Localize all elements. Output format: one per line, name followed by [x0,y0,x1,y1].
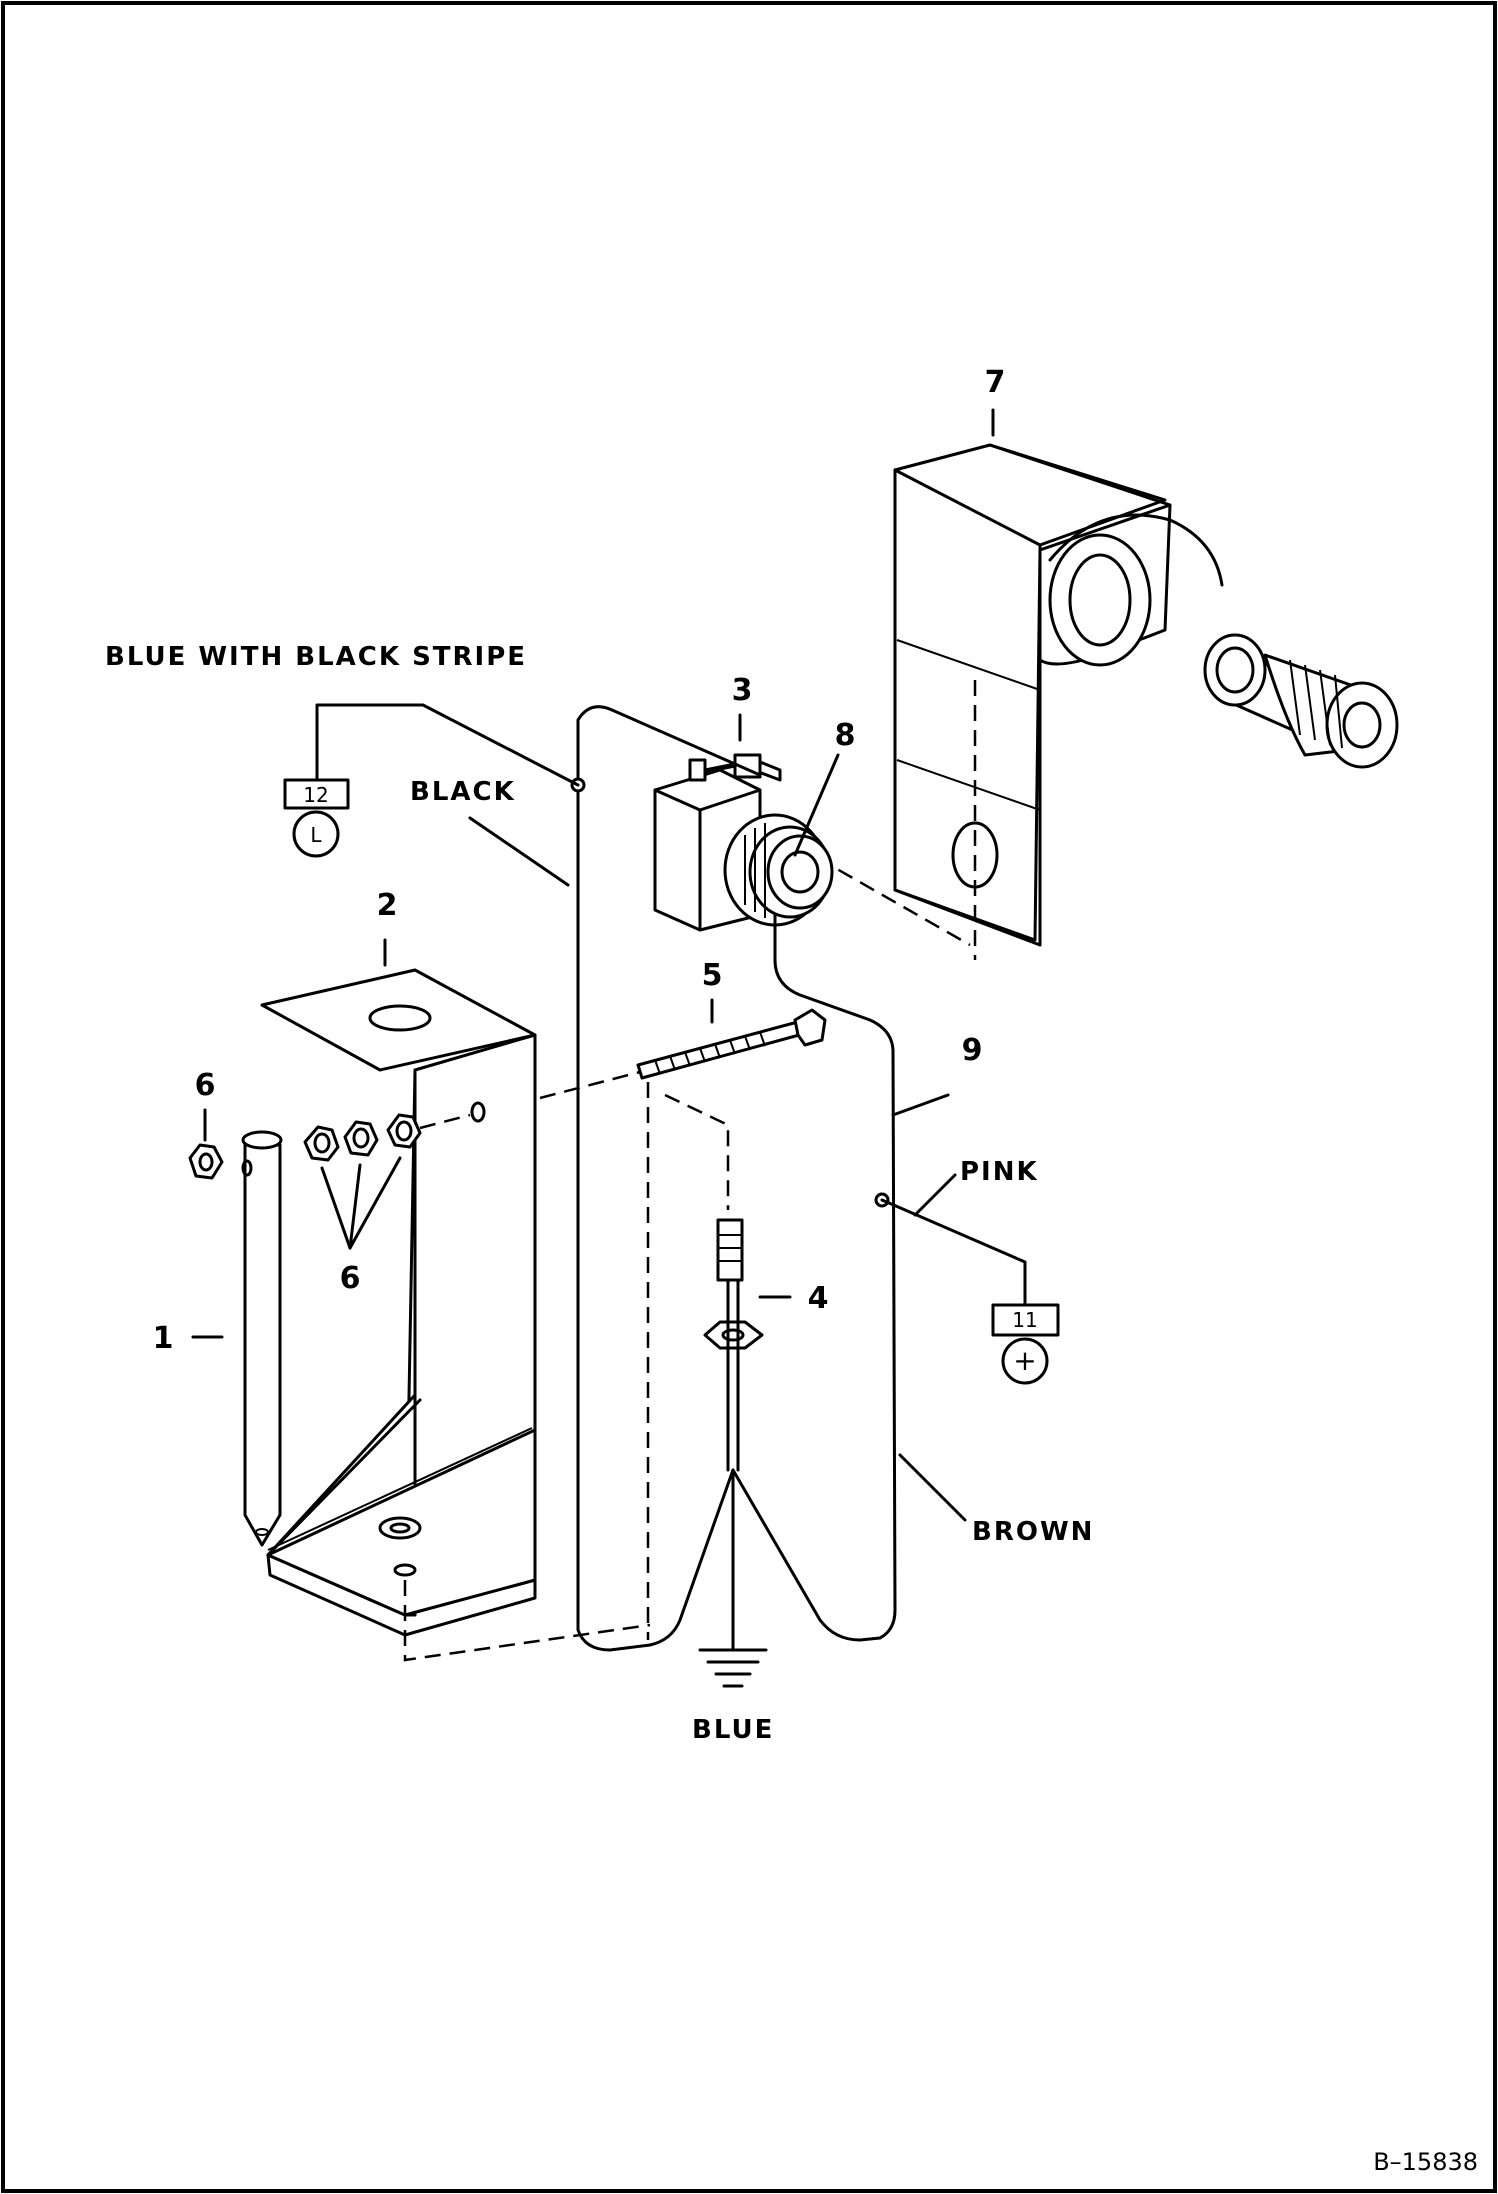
terminal-12-number: 12 [303,783,328,807]
wire-label-brown: BROWN [972,1517,1094,1547]
callout-1: 1 [153,1321,174,1356]
terminal-11-number: 11 [1012,1308,1037,1332]
switch-bracket-part-7 [794,443,1224,960]
ground-rod-part-1 [241,1130,283,1547]
wire-harness-part-9 [576,705,897,1688]
terminal-11-symbol: + [1013,1344,1036,1377]
wire-label-blue-with-black-stripe: BLUE WITH BLACK STRIPE [105,642,527,672]
terminal-12-symbol: L [310,823,322,847]
terminal-11: 11 + [991,1303,1060,1385]
drawing-reference-number: B–15838 [1373,2148,1478,2176]
callout-5: 5 [702,958,723,993]
wire-label-black: BLACK [410,777,516,807]
nuts-part-6 [188,1113,471,1180]
wire-label-pink: PINK [960,1157,1039,1187]
key-switch-knob [1203,633,1399,769]
wire-leads [315,703,1027,1522]
callout-6-single: 6 [195,1068,216,1103]
bolt-part-5 [539,1008,827,1640]
callout-8: 8 [835,718,856,753]
terminal-12: 12 L [283,778,350,858]
callout-9: 9 [962,1033,983,1068]
callout-7: 7 [985,365,1006,400]
lamp-socket-part-8 [723,813,834,927]
callout-2: 2 [377,888,398,923]
callout-3: 3 [732,673,753,708]
wire-label-blue: BLUE [692,1715,774,1745]
ground-stud-part-4 [703,1218,764,1472]
callout-4: 4 [808,1281,829,1316]
callout-leaders [191,408,995,1339]
callout-6-group: 6 [340,1261,361,1296]
mounting-bracket-part-2 [260,968,651,1662]
